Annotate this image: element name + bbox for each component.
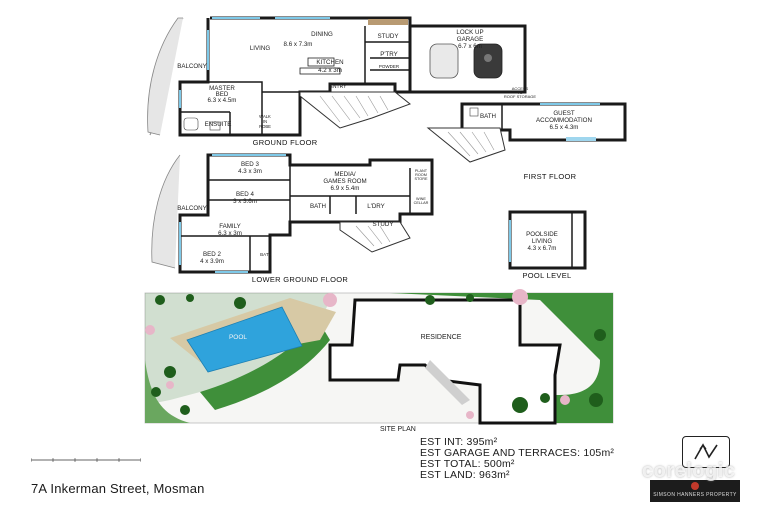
- agency-logo-line2: PROPERTY: [706, 492, 737, 498]
- gf-walkin-label-2: IN: [263, 119, 267, 124]
- gf-garage-label: LOCK UP: [456, 29, 483, 36]
- gf-living-dim: 8.6 x 7.3m: [284, 41, 313, 48]
- property-address: 7A Inkerman Street, Mosman: [31, 481, 205, 496]
- pool-level-title: POOL LEVEL: [523, 271, 572, 280]
- lg-media-label-2: GAMES ROOM: [323, 178, 366, 185]
- pl-poolside-label-2: LIVING: [532, 238, 552, 245]
- lg-bed3-label: BED 3: [241, 161, 259, 168]
- site-plan: POOL RESIDENCE: [144, 289, 614, 425]
- lg-plant-label-2: ROOM: [415, 173, 427, 177]
- lg-media-label: MEDIA/: [334, 171, 356, 178]
- site-plan-pool-label: POOL: [229, 334, 247, 341]
- lg-bath2-label: BATH: [260, 252, 272, 257]
- stat-internal-area: EST INT: 395m²: [420, 436, 498, 448]
- ff-bath-label: BATH: [480, 113, 496, 120]
- ff-guest-dim: 6.5 x 4.3m: [550, 124, 579, 131]
- gf-entry-label: ENTRY: [330, 84, 348, 90]
- gf-balcony-label: BALCONY: [177, 63, 207, 70]
- lg-study-label: STUDY: [373, 221, 394, 228]
- agency-logo-line1: SIMSON HANNERS: [653, 492, 705, 498]
- ff-access-label-2: TO: [517, 90, 522, 95]
- ff-access-label-3: ROOF STORAGE: [504, 94, 536, 99]
- first-floor-title: FIRST FLOOR: [524, 172, 577, 181]
- stat-land-area: EST LAND: 963m²: [420, 469, 510, 481]
- lg-wine-label-2: CELLAR: [414, 201, 429, 205]
- gf-dining-label: DINING: [311, 31, 333, 38]
- gf-garage-dim: 6.7 x 6m: [458, 43, 482, 50]
- gf-walkin-label: WALK: [259, 114, 271, 119]
- gf-study-label: STUDY: [378, 33, 399, 40]
- corelogic-watermark: corelogic: [642, 460, 736, 482]
- lg-bed4-dim: 3 x 3.6m: [233, 198, 257, 205]
- gf-robe-label: ROBE: [259, 124, 271, 129]
- scale-bar: [31, 458, 141, 462]
- lg-plant-label-3: STORE: [414, 177, 427, 181]
- gf-garage-label-2: GARAGE: [457, 36, 483, 43]
- stat-garage-terraces: EST GARAGE AND TERRACES: 105m²: [420, 447, 615, 459]
- pl-poolside-dim: 4.3 x 6.7m: [528, 245, 557, 252]
- ff-access-label: ACCESS: [512, 86, 529, 91]
- ff-guest-label-2: ACCOMMODATION: [536, 117, 592, 124]
- pl-poolside-label: POOLSIDE: [526, 231, 558, 238]
- lg-laundry-label: L'DRY: [367, 203, 385, 210]
- lg-bath-label: BATH: [310, 203, 326, 210]
- gf-ensuite-label: ENSUITE: [205, 121, 232, 128]
- lower-ground-floor-plan: BED 3 4.3 x 3m BED 4 3 x 3.6m BALCONY ME…: [151, 153, 434, 284]
- ground-floor-title: GROUND FLOOR: [253, 138, 318, 147]
- gf-master-label-2: BED: [216, 91, 229, 98]
- lower-ground-floor-title: LOWER GROUND FLOOR: [252, 275, 349, 284]
- lg-plant-label: PLANT: [415, 169, 428, 173]
- ff-guest-label: GUEST: [553, 110, 575, 117]
- ground-floor-plan: BALCONY DINING LIVING 8.6 x 7.3m STUDY K…: [147, 16, 527, 147]
- area-stats: EST INT: 395m² EST GARAGE AND TERRACES: …: [420, 437, 614, 481]
- lg-balcony-label: BALCONY: [177, 205, 207, 212]
- gf-powder-label: POWDER: [379, 64, 400, 69]
- north-arrow-icon: [682, 436, 730, 468]
- first-floor-plan: ACCESS TO ROOF STORAGE BATH GUEST ACCOMM…: [426, 86, 627, 181]
- pool-level-plan: POOLSIDE LIVING 4.3 x 6.7m POOL LEVEL: [508, 210, 587, 280]
- agency-logo-text: SIMSON HANNERS PROPERTY: [650, 492, 740, 498]
- lg-bed4-label: BED 4: [236, 191, 254, 198]
- gf-master-label: MASTER: [209, 85, 235, 92]
- gf-kitchen-label: KITCHEN: [316, 59, 343, 66]
- lg-bed3-dim: 4.3 x 3m: [238, 168, 262, 175]
- lg-bed2-dim: 4 x 3.9m: [200, 258, 224, 265]
- site-plan-title: SITE PLAN: [380, 426, 416, 433]
- site-plan-residence-label: RESIDENCE: [421, 334, 462, 341]
- agency-logo: SIMSON HANNERS PROPERTY: [650, 480, 740, 502]
- lg-wine-label: WINE: [416, 197, 426, 201]
- gf-ptry-label: P'TRY: [380, 51, 398, 58]
- lg-family-label: FAMILY: [219, 223, 241, 230]
- agency-logo-mark-icon: [691, 482, 699, 490]
- lg-media-dim: 6.9 x 5.4m: [331, 185, 360, 192]
- gf-kitchen-dim: 4.2 x 3m: [318, 67, 342, 74]
- stat-total-area: EST TOTAL: 500m²: [420, 458, 515, 470]
- lg-family-dim: 6.3 x 3m: [218, 230, 242, 237]
- gf-master-dim: 6.3 x 4.5m: [208, 97, 237, 104]
- gf-living-label: LIVING: [250, 45, 270, 52]
- lg-bed2-label: BED 2: [203, 251, 221, 258]
